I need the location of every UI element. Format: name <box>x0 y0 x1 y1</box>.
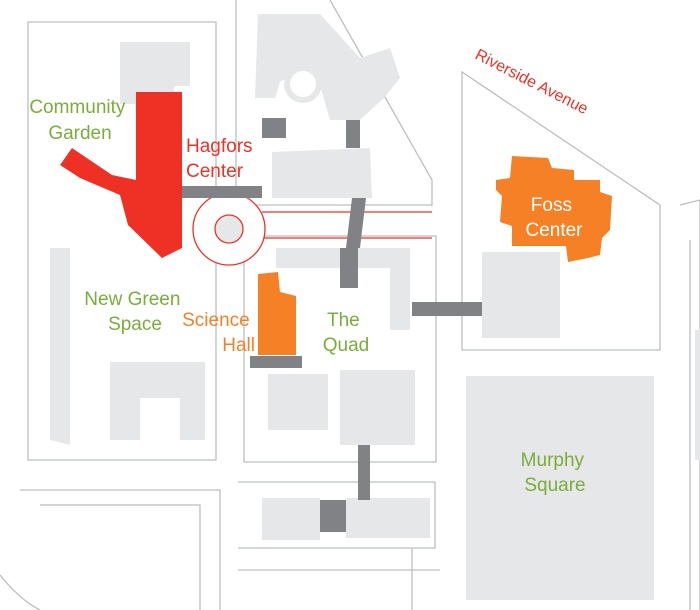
new-green-space-line2: Space <box>108 314 162 335</box>
science-hall-label: Science Hall <box>182 310 255 356</box>
southwest-block-outline <box>20 489 221 610</box>
building-west-strip <box>50 248 70 445</box>
foss-center-label: Foss Center <box>525 195 583 241</box>
connectors <box>182 118 482 532</box>
corner-curb <box>0 574 41 610</box>
connector-south <box>358 445 370 500</box>
west-block-outline <box>27 21 217 461</box>
foss-center-building <box>496 156 612 262</box>
community-garden-line1: Community <box>29 97 126 118</box>
connector-science-base <box>250 356 302 368</box>
foss-center-line2: Center <box>525 220 583 241</box>
connector-hagfors-west <box>182 186 262 198</box>
science-hall-line1: Science <box>182 310 250 331</box>
riverside-block-outline <box>461 70 661 351</box>
building-northwest-small <box>120 42 190 104</box>
murphy-square-line1: Murphy <box>521 450 585 471</box>
place-labels: Community Garden Hagfors Center Foss Cen… <box>29 97 590 496</box>
building-south-east <box>346 498 430 538</box>
connector-east <box>412 302 482 316</box>
quad-block-outline <box>243 235 437 463</box>
roundabout-road-red <box>262 211 432 239</box>
roundabout-group <box>192 192 432 266</box>
hagfors-center-line1: Hagfors <box>186 136 253 157</box>
building-north-complex <box>255 14 400 120</box>
building-quad-southwest <box>268 374 328 430</box>
building-central <box>272 148 372 198</box>
community-garden-line2: Garden <box>48 123 111 144</box>
the-quad-line1: The <box>327 310 360 331</box>
building-east <box>482 252 560 338</box>
central-north-block-outline <box>235 0 433 206</box>
east-block-outline <box>679 199 700 610</box>
connector-quad-north <box>340 248 358 288</box>
the-quad-line2: Quad <box>323 335 369 356</box>
hagfors-center-label: Hagfors Center <box>186 136 258 182</box>
hagfors-center-line2: Center <box>186 161 244 182</box>
connector-south-link <box>320 500 346 532</box>
building-west-notched <box>110 362 205 440</box>
community-garden-building <box>60 92 182 258</box>
building-south-west <box>262 498 320 540</box>
southwest-inner-outline <box>40 504 201 610</box>
new-green-space-label: New Green Space <box>84 289 185 335</box>
science-hall-line2: Hall <box>222 335 255 356</box>
south-central-outline <box>238 481 436 549</box>
connector-central-south <box>346 198 366 248</box>
dark-square <box>262 118 286 138</box>
building-north-rotunda <box>284 65 322 103</box>
community-garden-label: Community Garden <box>29 97 130 144</box>
the-quad-label: The Quad <box>323 310 369 356</box>
building-far-east <box>695 330 700 460</box>
gray-buildings <box>50 14 700 600</box>
building-quad-southeast <box>340 370 415 445</box>
new-green-space-line1: New Green <box>84 289 180 310</box>
science-hall-building <box>258 272 296 355</box>
foss-center-line1: Foss <box>531 195 572 216</box>
murphy-square-line2: Square <box>524 475 585 496</box>
riverside-avenue-label: Riverside Avenue <box>472 46 590 118</box>
connector-north <box>346 120 360 148</box>
building-murphy-square <box>466 376 654 600</box>
murphy-square-label: Murphy Square <box>521 450 590 496</box>
roundabout-inner <box>214 214 244 244</box>
